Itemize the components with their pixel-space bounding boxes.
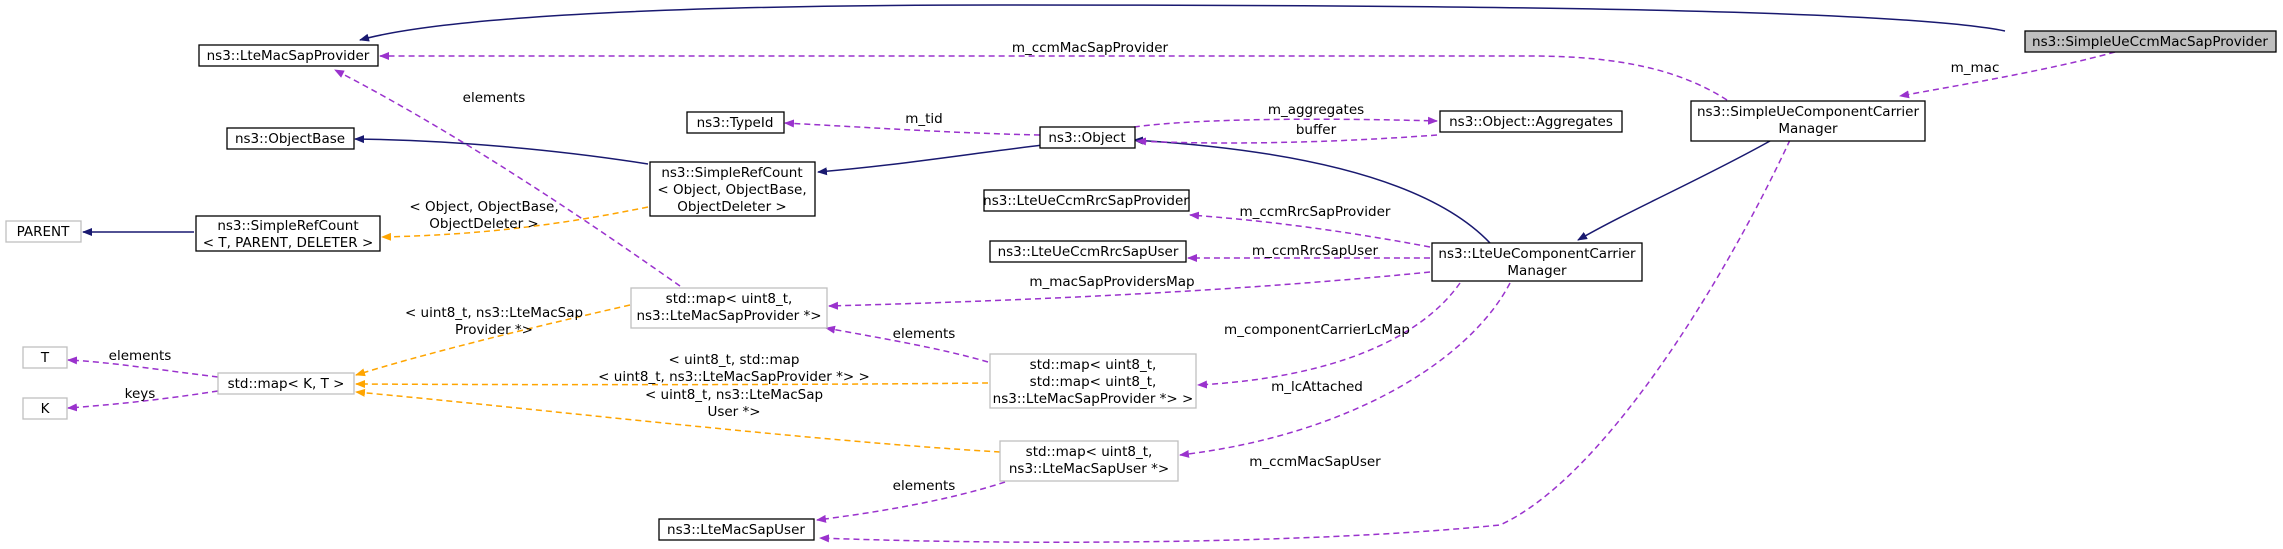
label-m-ccm-rrc-sap-provider: m_ccmRrcSapProvider — [1240, 204, 1391, 220]
edge-m-ccm-mac-sap-provider: m_ccmMacSapProvider — [379, 40, 1728, 101]
label-elements-user: elements — [893, 478, 956, 494]
label-m-ccm-mac-sap-user: m_ccmMacSapUser — [1249, 454, 1381, 470]
svg-text:ns3::LteUeCcmRrcSapUser: ns3::LteUeCcmRrcSapUser — [998, 244, 1179, 260]
label-m-component-carrier-lc-map: m_componentCarrierLcMap — [1224, 322, 1410, 338]
node-lte-ue-ccm-rrc-sap-user[interactable]: ns3::LteUeCcmRrcSapUser — [989, 240, 1187, 263]
edge-inherit-lte-ue-ccm — [1577, 140, 1771, 241]
svg-text:std::map< uint8_t,ns3::LteMacS: std::map< uint8_t,ns3::LteMacSapProvider… — [636, 291, 821, 324]
label-keys-k: keys — [125, 386, 156, 402]
svg-text:ns3::Object::Aggregates: ns3::Object::Aggregates — [1449, 114, 1613, 130]
label-m-aggregates: m_aggregates — [1268, 102, 1364, 118]
svg-text:ns3::LteMacSapProvider: ns3::LteMacSapProvider — [207, 48, 370, 64]
edge-m-component-carrier-lc-map: m_componentCarrierLcMap — [1197, 282, 1461, 389]
label-template-simple-ref-count: < Object, ObjectBase,ObjectDeleter > — [409, 199, 558, 232]
svg-text:ns3::TypeId: ns3::TypeId — [697, 115, 774, 131]
node-simple-ref-count-object[interactable]: ns3::SimpleRefCount< Object, ObjectBase,… — [649, 161, 816, 217]
node-simple-ref-count-template[interactable]: ns3::SimpleRefCount< T, PARENT, DELETER … — [195, 215, 381, 252]
svg-text:T: T — [40, 350, 50, 366]
label-template-map-nested: < uint8_t, std::map< uint8_t, ns3::LteMa… — [598, 352, 870, 385]
edge-m-lc-attached: m_lcAttached — [1179, 282, 1511, 458]
edge-elements-t: elements — [67, 348, 219, 378]
label-m-mac-sap-providers-map: m_macSapProvidersMap — [1029, 274, 1194, 290]
svg-text:ns3::ObjectBase: ns3::ObjectBase — [235, 131, 345, 147]
node-lte-mac-sap-provider[interactable]: ns3::LteMacSapProvider — [198, 44, 379, 67]
node-parent[interactable]: PARENT — [5, 220, 82, 243]
svg-text:ns3::SimpleUeCcmMacSapProvider: ns3::SimpleUeCcmMacSapProvider — [2032, 34, 2268, 50]
node-lte-ue-ccm-rrc-sap-provider[interactable]: ns3::LteUeCcmRrcSapProvider — [983, 189, 1190, 212]
edge-m-ccm-mac-sap-user: m_ccmMacSapUser — [819, 139, 1791, 543]
svg-text:ns3::SimpleRefCount< T, PARENT: ns3::SimpleRefCount< T, PARENT, DELETER … — [203, 218, 374, 251]
node-object[interactable]: ns3::Object — [1039, 126, 1136, 149]
svg-text:ns3::LteMacSapUser: ns3::LteMacSapUser — [667, 522, 805, 538]
node-map-user[interactable]: std::map< uint8_t,ns3::LteMacSapUser *> — [999, 440, 1179, 482]
label-m-ccm-rrc-sap-user: m_ccmRrcSapUser — [1252, 243, 1379, 259]
svg-text:std::map< K, T >: std::map< K, T > — [228, 376, 345, 392]
label-elements-nested: elements — [893, 326, 956, 342]
edge-keys-k: keys — [67, 386, 219, 412]
edge-elements-nested: elements — [825, 325, 989, 363]
svg-text:ns3::SimpleRefCount< Object, O: ns3::SimpleRefCount< Object, ObjectBase,… — [657, 165, 806, 215]
label-m-ccm-mac-sap-provider: m_ccmMacSapProvider — [1012, 40, 1169, 56]
label-m-tid: m_tid — [905, 111, 943, 127]
edge-inherit-object-base — [354, 135, 649, 165]
edge-m-ccm-rrc-sap-user: m_ccmRrcSapUser — [1187, 243, 1431, 262]
label-buffer: buffer — [1296, 122, 1337, 138]
node-object-base[interactable]: ns3::ObjectBase — [226, 127, 355, 150]
edge-inherit-simple-ref-count — [817, 144, 1044, 176]
node-lte-mac-sap-user[interactable]: ns3::LteMacSapUser — [658, 518, 815, 541]
svg-text:std::map< uint8_t,std::map< ui: std::map< uint8_t,std::map< uint8_t,ns3:… — [993, 357, 1194, 407]
edge-elements-user: elements — [816, 478, 1006, 523]
svg-text:K: K — [41, 401, 51, 417]
edge-elements-provider: elements — [334, 69, 681, 287]
node-t[interactable]: T — [22, 346, 68, 369]
label-elements-t: elements — [109, 348, 172, 364]
label-m-mac: m_mac — [1951, 60, 2000, 76]
edge-inherit-mac-sap-provider — [359, 4, 2006, 42]
edge-inherit-object — [1133, 136, 1491, 244]
node-std-map-kt[interactable]: std::map< K, T > — [217, 372, 355, 395]
edge-m-mac-sap-providers-map: m_macSapProvidersMap — [828, 271, 1431, 310]
svg-text:ns3::Object: ns3::Object — [1048, 130, 1125, 146]
label-elements-provider: elements — [463, 90, 526, 106]
node-map-nested[interactable]: std::map< uint8_t,std::map< uint8_t,ns3:… — [989, 353, 1197, 409]
svg-text:std::map< uint8_t,ns3::LteMacS: std::map< uint8_t,ns3::LteMacSapUser *> — [1009, 444, 1169, 477]
node-k[interactable]: K — [22, 397, 68, 420]
svg-text:ns3::LteUeCcmRrcSapProvider: ns3::LteUeCcmRrcSapProvider — [983, 193, 1189, 209]
node-type-id[interactable]: ns3::TypeId — [686, 111, 785, 134]
edge-buffer: buffer — [1136, 122, 1438, 146]
edge-template-simple-ref-count: < Object, ObjectBase,ObjectDeleter > — [381, 199, 649, 241]
edge-m-tid: m_tid — [784, 111, 1041, 136]
svg-text:PARENT: PARENT — [17, 224, 71, 240]
label-m-lc-attached: m_lcAttached — [1271, 379, 1363, 395]
edge-m-mac: m_mac — [1899, 51, 2116, 99]
node-map-provider[interactable]: std::map< uint8_t,ns3::LteMacSapProvider… — [630, 287, 828, 329]
node-object-aggregates[interactable]: ns3::Object::Aggregates — [1439, 110, 1623, 133]
edge-m-aggregates: m_aggregates — [1133, 102, 1438, 128]
node-simple-ue-ccm-mac-sap-provider[interactable]: ns3::SimpleUeCcmMacSapProvider — [2024, 30, 2277, 53]
edge-template-map-nested: < uint8_t, std::map< uint8_t, ns3::LteMa… — [355, 352, 989, 389]
edge-m-ccm-rrc-sap-provider: m_ccmRrcSapProvider — [1189, 204, 1431, 248]
